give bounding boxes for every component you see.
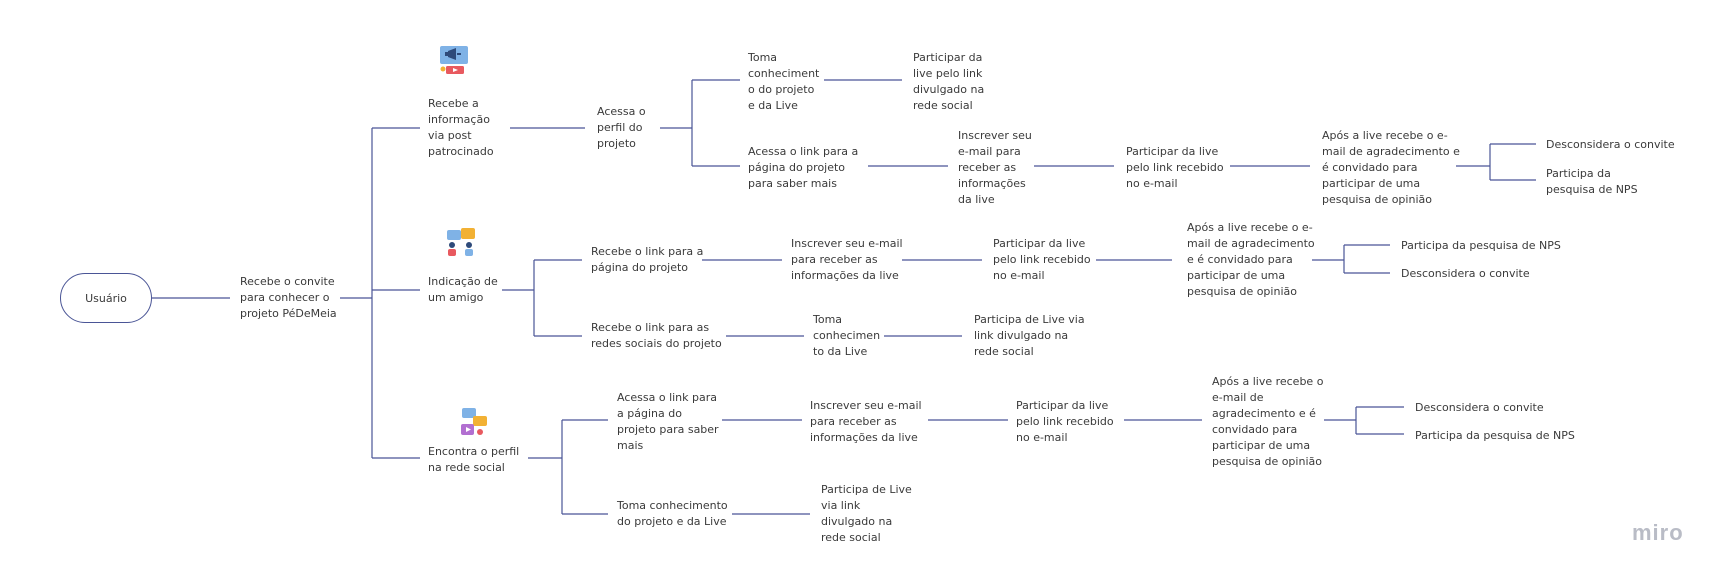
post-desconsidera: Desconsidera o convite [1546,138,1675,151]
amigo-inscrever-email: Inscrever seu e-mail para receber as inf… [791,237,903,282]
social-apps-icon [461,408,487,435]
amigo-participa-live-rede: Participa de Live via link divulgado na … [974,313,1085,358]
amigo-desconsidera: Desconsidera o convite [1401,267,1530,280]
amigo-apos-live: Após a live recebe o e- mail de agradeci… [1187,221,1315,298]
amigo-toma-conhecimento: Toma conhecimen to da Live [813,313,881,358]
root-label: Usuário [85,291,127,305]
post-inscrever-email: Inscrever seu e-mail para receber as inf… [958,129,1032,206]
post-acessa-perfil: Acessa o perfil do projeto [597,105,646,150]
branch-post-title: Recebe a informação via post patrocinado [428,97,494,158]
rede-apos-live: Após a live recebe o e-mail de agradecim… [1212,375,1324,468]
rede-participar-email: Participar da live pelo link recebido no… [1016,399,1114,444]
rede-inscrever-email: Inscrever seu e-mail para receber as inf… [810,399,922,444]
rede-acessa-link: Acessa o link para a página do projeto p… [617,391,719,452]
amigo-participar-email: Participar da live pelo link recebido no… [993,237,1091,282]
amigo-link-redes: Recebe o link para as redes sociais do p… [591,321,722,350]
branch-rede-title: Encontra o perfil na rede social [428,445,520,474]
rede-participa-live-rede: Participa de Live via link divulgado na … [821,483,912,544]
rede-toma-conhecimento: Toma conhecimento do projeto e da Live [617,499,728,528]
post-participa-live-rede: Participar da live pelo link divulgado n… [913,51,985,112]
rede-desconsidera: Desconsidera o convite [1415,401,1544,414]
rede-participa-nps: Participa da pesquisa de NPS [1415,429,1575,442]
miro-logo: miro [1632,520,1684,545]
chat-people-icon [447,228,475,256]
post-participa-nps: Participa da pesquisa de NPS [1546,167,1638,196]
post-toma-conhecimento: Toma conheciment o do projeto e da Live [748,51,820,112]
amigo-link-pagina: Recebe o link para a página do projeto [591,245,704,274]
post-apos-live: Após a live recebe o e- mail de agradeci… [1322,129,1460,206]
post-participar-email: Participar da live pelo link recebido no… [1126,145,1224,190]
root-node-usuario: Usuário [60,273,152,323]
post-acessa-link: Acessa o link para a página do projeto p… [748,145,859,190]
step-receive-invite: Recebe o convite para conhecer o projeto… [240,275,337,320]
megaphone-video-icon [440,46,468,74]
amigo-participa-nps: Participa da pesquisa de NPS [1401,239,1561,252]
branch-amigo-title: Indicação de um amigo [428,275,498,304]
